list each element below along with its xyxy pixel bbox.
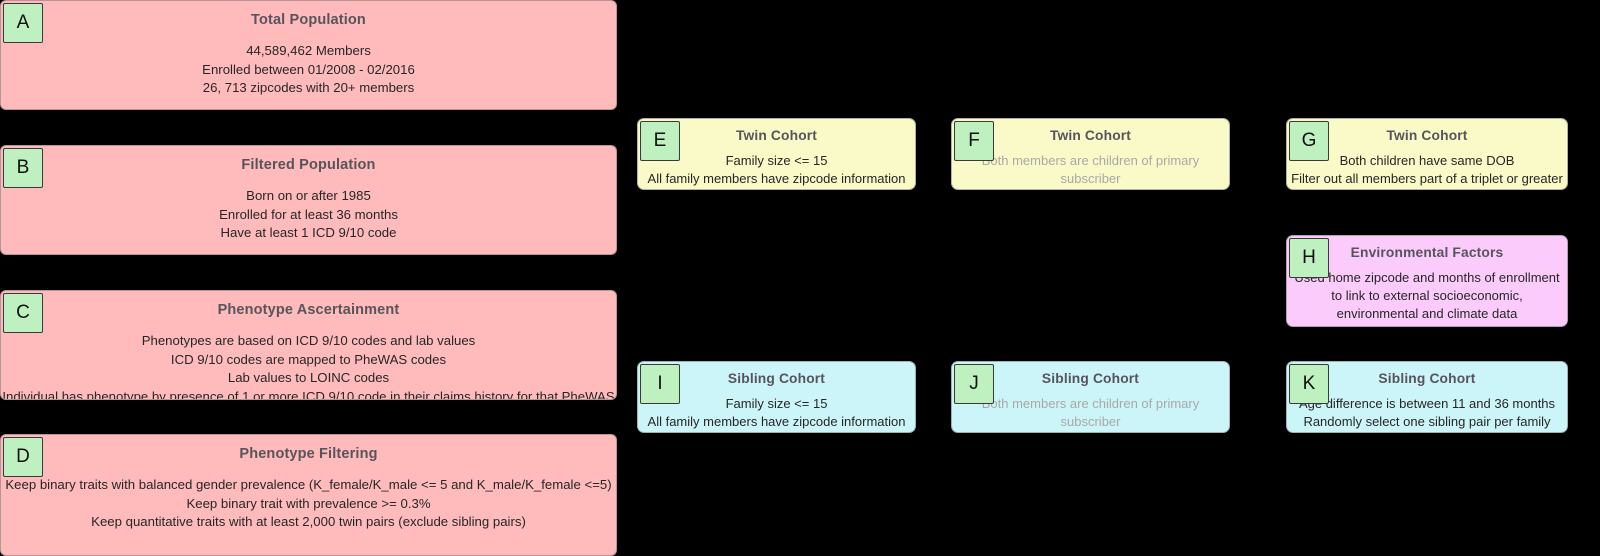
- panel-title-b: Filtered Population: [241, 157, 376, 173]
- panel-filtered-population: B Filtered Population Born on or after 1…: [0, 145, 617, 255]
- panel-badge-a: A: [3, 3, 43, 43]
- panel-twin-cohort-e: E Twin Cohort Family size <= 15 All fami…: [637, 118, 916, 190]
- panel-badge-j: J: [954, 364, 994, 404]
- panel-body-f: Both members are children of primary sub…: [981, 153, 1200, 186]
- panel-title-d: Phenotype Filtering: [239, 446, 378, 462]
- panel-body-e: Family size <= 15 All family members hav…: [647, 153, 906, 186]
- panel-twin-cohort-g: G Twin Cohort Both children have same DO…: [1286, 118, 1568, 190]
- panel-badge-d: D: [3, 437, 43, 477]
- panel-badge-e: E: [640, 121, 680, 161]
- panel-badge-h: H: [1289, 238, 1329, 278]
- panel-title-k: Sibling Cohort: [1378, 371, 1476, 386]
- panel-environmental-factors: H Environmental Factors Used home zipcod…: [1286, 235, 1568, 327]
- panel-sibling-cohort-j: J Sibling Cohort Both members are childr…: [951, 361, 1230, 433]
- panel-body-c: Phenotypes are based on ICD 9/10 codes a…: [2, 333, 615, 400]
- panel-badge-k: K: [1289, 364, 1329, 404]
- panel-twin-cohort-f: F Twin Cohort Both members are children …: [951, 118, 1230, 190]
- panel-body-d: Keep binary traits with balanced gender …: [5, 477, 612, 529]
- panel-phenotype-filtering: D Phenotype Filtering Keep binary traits…: [0, 434, 617, 556]
- panel-badge-c: C: [3, 293, 43, 333]
- panel-title-c: Phenotype Ascertainment: [217, 302, 400, 318]
- panel-badge-b: B: [3, 148, 43, 188]
- panel-body-g: Both children have same DOB Filter out a…: [1291, 153, 1563, 186]
- panel-body-j: Both members are children of primary sub…: [981, 396, 1200, 429]
- panel-sibling-cohort-k: K Sibling Cohort Age difference is betwe…: [1286, 361, 1568, 433]
- panel-total-population: A Total Population 44,589,462 Members En…: [0, 0, 617, 110]
- panel-body-k: Age difference is between 11 and 36 mont…: [1299, 396, 1556, 429]
- panel-body-h: Used home zipcode and months of enrollme…: [1294, 270, 1560, 321]
- panel-body-b: Born on or after 1985 Enrolled for at le…: [219, 188, 398, 240]
- panel-phenotype-ascertainment: C Phenotype Ascertainment Phenotypes are…: [0, 290, 617, 400]
- panel-title-g: Twin Cohort: [1386, 128, 1468, 143]
- panel-title-f: Twin Cohort: [1049, 128, 1132, 143]
- panel-title-j: Sibling Cohort: [1041, 371, 1140, 386]
- panel-title-e: Twin Cohort: [735, 128, 818, 143]
- panel-badge-g: G: [1289, 121, 1329, 161]
- panel-body-i: Family size <= 15 All family members hav…: [647, 396, 906, 429]
- panel-sibling-cohort-i: I Sibling Cohort Family size <= 15 All f…: [637, 361, 916, 433]
- panel-body-a: 44,589,462 Members Enrolled between 01/2…: [202, 43, 415, 95]
- panel-title-a: Total Population: [251, 12, 366, 28]
- panel-title-h: Environmental Factors: [1350, 245, 1504, 260]
- panel-title-i: Sibling Cohort: [727, 371, 826, 386]
- panel-badge-i: I: [640, 364, 680, 404]
- panel-badge-f: F: [954, 121, 994, 161]
